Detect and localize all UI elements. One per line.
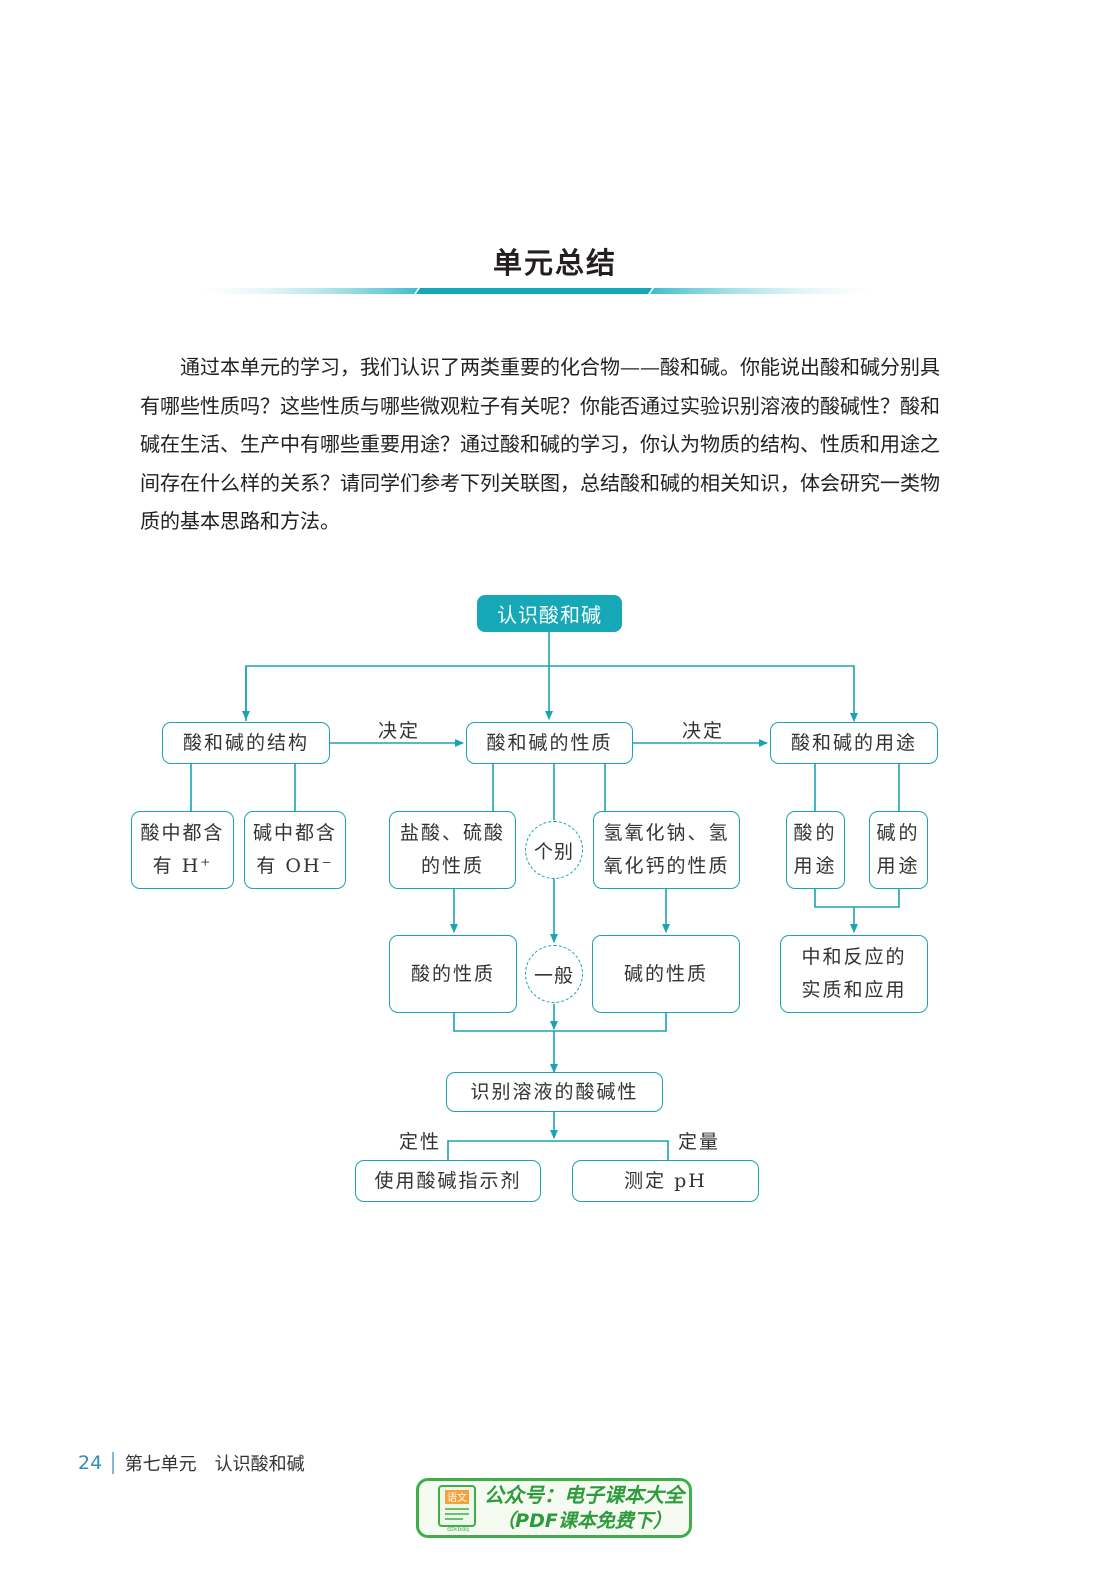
use-node: 酸和碱的用途 [770,722,938,764]
acid-ion-node: 酸中都含 有 H⁺ [131,811,234,889]
badge-icon-sub: dzkbdq [447,1526,469,1532]
watermark-badge: 语文 dzkbdq 公众号：电子课本大全 （PDF课本免费下） [416,1478,692,1538]
acid-use-line2: 用途 [793,855,838,877]
naoh-caoh2-node: 氢氧化钠、氢 氧化钙的性质 [593,811,740,889]
page-footer: 24 第七单元 认识酸和碱 [78,1450,305,1476]
page-number: 24 [78,1452,103,1474]
structure-node: 酸和碱的结构 [162,722,330,764]
quantitative-label: 定量 [678,1131,721,1153]
neutral-line1: 中和反应的 [801,946,907,968]
neutral-line2: 实质和应用 [801,979,907,1001]
base-property-label: 碱的性质 [623,962,708,985]
hcl-h2so4-node: 盐酸、硫酸 的性质 [389,811,516,889]
acid-use-node: 酸的 用途 [786,811,845,889]
base-ion-line1: 碱中都含 [252,822,337,844]
base-ion-node: 碱中都含 有 OH⁻ [244,811,346,889]
page-title: 单元总结 [492,246,617,280]
property-label: 酸和碱的性质 [486,731,613,754]
identify-label: 识别溶液的酸碱性 [470,1080,639,1103]
badge-line2: （PDF课本免费下） [496,1510,672,1532]
chapter-title: 第七单元 认识酸和碱 [124,1454,305,1475]
title-underline [200,288,870,294]
footer-divider [112,1452,114,1474]
indicator-label: 使用酸碱指示剂 [374,1169,522,1192]
acid-ion-line1: 酸中都含 [140,822,225,844]
base-use-line1: 碱的 [876,822,921,844]
use-label: 酸和碱的用途 [790,731,917,754]
acid-property-label: 酸的性质 [410,962,495,985]
intro-paragraph: 通过本单元的学习，我们认识了两类重要的化合物——酸和碱。你能说出酸和碱分别具有哪… [140,355,940,534]
property-node: 酸和碱的性质 [466,722,633,764]
hcl-line2: 的性质 [420,855,484,877]
base-use-line2: 用途 [876,855,921,877]
decide-label-2: 决定 [682,720,725,742]
ph-node: 测定 pH [572,1160,759,1202]
book-icon: 语文 dzkbdq [438,1485,476,1532]
ph-label: 测定 pH [624,1169,707,1192]
specific-circle: 个别 [525,821,583,879]
structure-label: 酸和碱的结构 [182,731,309,754]
badge-line1: 公众号：电子课本大全 [484,1483,684,1507]
root-node: 认识酸和碱 [477,595,622,632]
decide-label-1: 决定 [378,720,421,742]
base-property-node: 碱的性质 [592,935,740,1013]
general-circle: 一般 [525,945,583,1003]
base-use-node: 碱的 用途 [869,811,928,889]
acid-use-line1: 酸的 [793,822,838,844]
naoh-line1: 氢氧化钠、氢 [603,822,730,844]
indicator-node: 使用酸碱指示剂 [355,1160,541,1202]
acid-ion-line2: 有 H⁺ [152,855,213,877]
neutralization-node: 中和反应的 实质和应用 [780,935,928,1013]
badge-text: 公众号：电子课本大全 （PDF课本免费下） [479,1482,689,1534]
qualitative-label: 定性 [399,1131,442,1153]
base-ion-line2: 有 OH⁻ [256,855,334,877]
acid-property-node: 酸的性质 [389,935,517,1013]
hcl-line1: 盐酸、硫酸 [399,822,505,844]
badge-icon-text: 语文 [447,1491,467,1504]
identify-node: 识别溶液的酸碱性 [446,1072,663,1112]
naoh-line2: 氧化钙的性质 [603,855,730,877]
